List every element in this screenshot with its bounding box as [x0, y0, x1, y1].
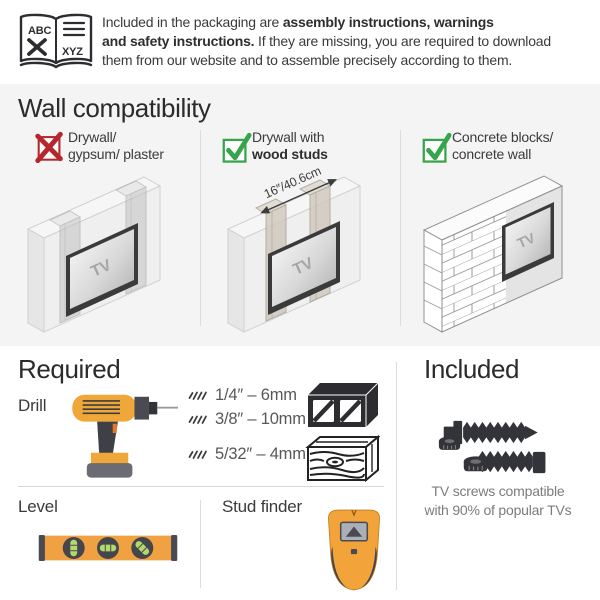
book-abc-label: ABC	[28, 25, 51, 37]
column-divider	[396, 362, 397, 590]
column-divider	[200, 500, 201, 588]
wall-type-label: Concrete blocks/ concrete wall	[452, 129, 554, 162]
drill-bit-icon	[188, 415, 207, 424]
manual-book-icon: ABC XYZ	[19, 13, 93, 69]
drill-label: Drill	[18, 396, 47, 415]
wall-anchor	[472, 450, 533, 473]
wall-type-label: Drywall with wood studs	[252, 129, 328, 162]
drill-bit-row: 3/8″ – 10mm	[188, 408, 306, 430]
wall-compatibility-title: Wall compatibility	[18, 93, 211, 123]
nut	[438, 436, 461, 450]
wall-compatibility-section: Wall compatibility Drywall/ gypsum/ plas…	[0, 84, 600, 346]
concrete-wall-illustration: TV	[422, 175, 564, 333]
drill-icon	[72, 394, 178, 478]
tv-label: TV	[515, 229, 538, 251]
included-note: TV screws compatible with 90% of popular…	[424, 483, 572, 518]
bit-size-label: 1/4″ – 6mm	[215, 385, 297, 404]
screw	[463, 421, 538, 444]
stud-finder-icon	[328, 509, 380, 591]
drill-bit-icon	[188, 391, 207, 400]
column-divider	[400, 130, 401, 326]
stud-finder-label: Stud finder	[222, 497, 303, 516]
level-label: Level	[18, 497, 58, 516]
wood-icon	[305, 434, 380, 482]
level-icon	[38, 534, 178, 562]
drill-bit-icon	[188, 450, 207, 459]
section-divider	[18, 486, 384, 487]
tv-label: TV	[291, 255, 317, 279]
drywall-illustration: TV	[26, 176, 162, 333]
included-title: Included	[424, 354, 520, 384]
bit-size-label: 3/8″ – 10mm	[215, 409, 306, 428]
nut	[463, 456, 488, 472]
concrete-block-icon	[308, 382, 379, 427]
column-divider	[200, 130, 201, 326]
packaging-note-text: Included in the packaging are assembly i…	[102, 14, 551, 68]
crossed-tools-icon	[27, 38, 47, 56]
brick-pattern	[442, 211, 506, 332]
cross-icon	[35, 131, 63, 164]
required-title: Required	[18, 354, 121, 384]
drywall-studs-illustration: 16″/40.6cm TV	[226, 164, 362, 333]
up-arrow-icon	[345, 526, 363, 537]
check-icon	[222, 132, 252, 163]
wall-type-label: Drywall/ gypsum/ plaster	[68, 129, 164, 162]
book-xyz-label: XYZ	[62, 46, 83, 58]
drill-bit-row: 5/32″ – 4mm	[188, 443, 306, 465]
bit-size-label: 5/32″ – 4mm	[215, 444, 306, 463]
tv-label: TV	[89, 257, 115, 281]
check-icon	[422, 132, 452, 163]
screws-anchors-icon	[438, 420, 546, 474]
drill-bit-row: 1/4″ – 6mm	[188, 384, 297, 406]
